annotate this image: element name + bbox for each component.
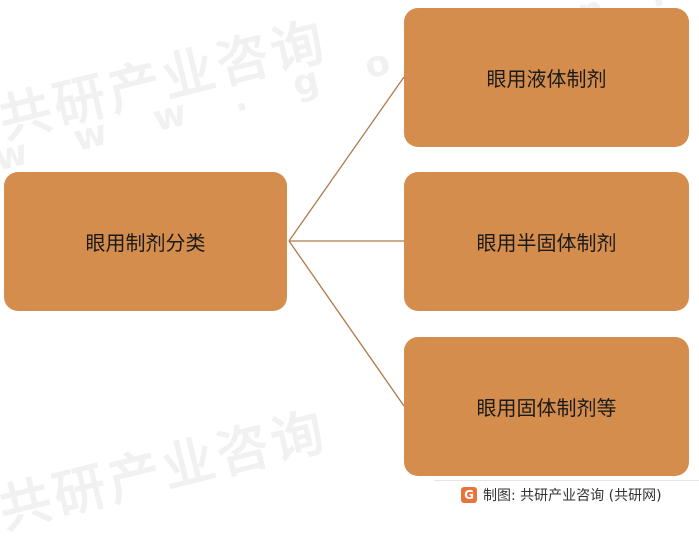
footer-divider <box>434 480 699 481</box>
child-node-label: 眼用液体制剂 <box>486 67 607 91</box>
root-node: 眼用制剂分类 <box>4 172 287 311</box>
child-node-label: 眼用半固体制剂 <box>476 231 617 255</box>
child-node-solid: 眼用固体制剂等 <box>404 337 689 476</box>
gonyn-logo-icon: G <box>461 487 477 503</box>
connector-line-1 <box>288 76 405 242</box>
root-node-label: 眼用制剂分类 <box>85 231 206 255</box>
footer-credit-text: 制图: 共研产业咨询 (共研网) <box>483 488 662 504</box>
footer-credit: G 制图: 共研产业咨询 (共研网) <box>461 484 662 506</box>
connector-lines <box>288 76 405 407</box>
child-node-label: 眼用固体制剂等 <box>476 396 617 420</box>
connector-line-3 <box>288 240 405 407</box>
child-node-semisolid: 眼用半固体制剂 <box>404 172 689 311</box>
child-node-liquid: 眼用液体制剂 <box>404 8 689 147</box>
